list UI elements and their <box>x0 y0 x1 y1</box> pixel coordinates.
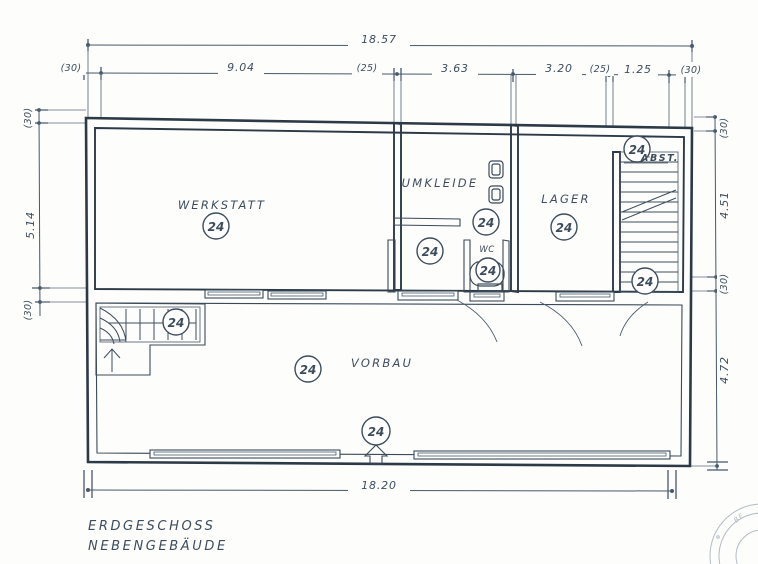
svg-text:24: 24 <box>556 221 573 235</box>
stair-annotation-label: ABST. <box>640 153 679 164</box>
room-label-wc: WC <box>479 245 494 255</box>
svg-text:24: 24 <box>168 316 185 330</box>
dimension-bottom-overall: 18.20 <box>83 470 677 499</box>
dim-top-span-werkstatt: 9.04 <box>227 61 255 74</box>
toilet-fixture <box>469 261 505 292</box>
room-lager[interactable]: LAGER 24 <box>541 192 590 241</box>
dim-right-wall-mid: (30) <box>719 274 730 295</box>
svg-text:24: 24 <box>422 245 439 259</box>
svg-text:24: 24 <box>208 220 225 234</box>
dimension-left-chain: (30) 5.14 (30) <box>21 102 88 326</box>
dim-top-span-lager: 3.20 <box>545 62 573 75</box>
drawing-title: ERDGESCHOSS NEBENGEBÄUDE <box>88 519 228 554</box>
code-marker-wc: 24 <box>475 257 501 283</box>
svg-text:24: 24 <box>637 275 654 289</box>
staircase-left: 24 <box>95 302 206 376</box>
code-marker-stair-left: 24 <box>162 308 190 336</box>
dim-left-wall-top: (30) <box>23 108 34 129</box>
openings-middle-wall <box>204 289 649 347</box>
dim-top-span-stair: 1.25 <box>624 63 652 76</box>
dim-top-overall-label: 18.57 <box>361 33 397 46</box>
dim-right-wall-top: (30) <box>719 118 730 139</box>
dimension-top-chain: (30) 9.04 (25) 3.63 3.20 (25) 1.25 (30) <box>56 45 706 128</box>
room-label-werkstatt: WERKSTATT <box>178 198 266 212</box>
dim-top-wall-left: (30) <box>61 63 82 74</box>
code-marker-lager: 24 <box>550 213 578 241</box>
svg-text:24: 24 <box>368 425 385 439</box>
room-vorbau[interactable]: VORBAU 24 24 <box>149 355 671 465</box>
dim-top-span-umkleide: 3.63 <box>441 62 469 75</box>
staircase-right: 24 ABST. 24 <box>619 135 679 295</box>
basin-fixture-upper <box>488 160 504 179</box>
code-marker-umkleide: 24 <box>472 208 500 236</box>
title-line-1: ERDGESCHOSS <box>88 519 216 534</box>
code-marker-werkstatt: 24 <box>202 212 230 240</box>
code-marker-stair-bottom: 24 <box>631 267 659 295</box>
room-label-vorbau: VORBAU <box>351 356 413 370</box>
code-marker-stair-top: 24 <box>623 135 651 163</box>
dim-bottom-overall-label: 18.20 <box>361 479 397 492</box>
svg-text:24: 24 <box>478 216 495 230</box>
title-line-2: NEBENGEBÄUDE <box>88 538 228 554</box>
room-werkstatt[interactable]: WERKSTATT 24 <box>178 198 266 240</box>
room-label-lager: LAGER <box>541 192 590 206</box>
entrance-marker: 24 <box>361 416 391 465</box>
dim-top-wall-right: (30) <box>681 65 702 76</box>
code-marker-umkleide-corridor: 24 <box>416 237 444 265</box>
basin-fixture-lower <box>488 185 504 204</box>
dim-top-wall-mid2: (25) <box>590 64 611 75</box>
dim-right-span-lower: 4.72 <box>718 356 731 384</box>
svg-text:24: 24 <box>629 143 646 157</box>
room-label-umkleide: UMKLEIDE <box>402 176 479 190</box>
dimension-top-overall: 18.57 <box>86 33 694 52</box>
dim-left-wall-bottom: (30) <box>23 300 34 321</box>
room-wc[interactable]: WC 24 <box>469 245 505 292</box>
room-umkleide[interactable]: UMKLEIDE 24 24 <box>402 160 504 265</box>
dimension-right-chain: (30) 4.51 (30) 4.72 <box>672 112 731 471</box>
dim-top-wall-mid1: (25) <box>357 63 378 74</box>
partition-walls <box>387 121 621 294</box>
official-stamp: BE <box>709 503 758 564</box>
dim-left-span: 5.14 <box>24 211 37 239</box>
svg-text:24: 24 <box>480 264 497 278</box>
dim-right-span-upper: 4.51 <box>718 191 731 219</box>
code-marker-vorbau: 24 <box>294 355 322 383</box>
svg-text:24: 24 <box>300 363 317 377</box>
building-outline <box>84 116 694 468</box>
